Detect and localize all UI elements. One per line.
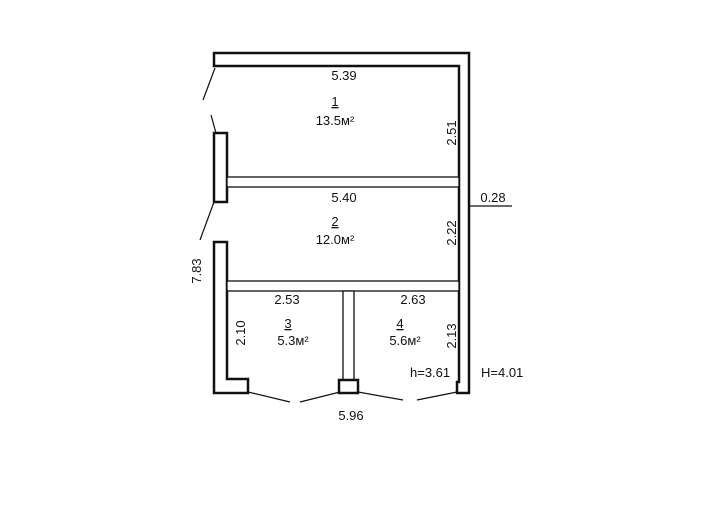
room-1-number: 1	[331, 94, 338, 109]
window-line	[210, 114, 217, 134]
dim-bottom-width: 5.96	[338, 408, 363, 423]
dim-room1-width: 5.39	[331, 68, 356, 83]
dim-room2-width: 5.40	[331, 190, 356, 205]
column	[337, 378, 360, 395]
room-4-number: 4	[396, 316, 403, 331]
partition-3-4	[342, 290, 355, 381]
room-2-area: 12.0м²	[316, 232, 355, 247]
room-1-area: 13.5м²	[316, 113, 355, 128]
window-pier	[212, 131, 229, 204]
dim-room3-width: 2.53	[274, 292, 299, 307]
inner-height: h=3.61	[410, 365, 450, 380]
left-lower-wall	[212, 240, 250, 395]
room-4-area: 5.6м²	[389, 333, 421, 348]
dim-total-length: 7.83	[189, 258, 204, 283]
window-line	[202, 67, 216, 101]
partition-2-34	[226, 280, 460, 292]
dim-room3-depth: 2.10	[233, 320, 248, 345]
dim-wall-thickness: 0.28	[480, 190, 505, 205]
dim-room1-depth: 2.51	[444, 120, 459, 145]
room-2-number: 2	[331, 214, 338, 229]
dim-room2-depth: 2.22	[444, 220, 459, 245]
room-3-number: 3	[284, 316, 291, 331]
top-right-wall	[212, 51, 471, 395]
window-line	[299, 391, 341, 403]
window-line	[416, 391, 458, 401]
dim-room4-depth: 2.13	[444, 323, 459, 348]
room-3-area: 5.3м²	[277, 333, 309, 348]
outer-height: H=4.01	[481, 365, 523, 380]
dim-room4-width: 2.63	[400, 292, 425, 307]
window-line	[199, 201, 215, 241]
window-line	[357, 391, 404, 401]
window-line	[247, 391, 291, 403]
partition-1-2	[226, 176, 460, 188]
